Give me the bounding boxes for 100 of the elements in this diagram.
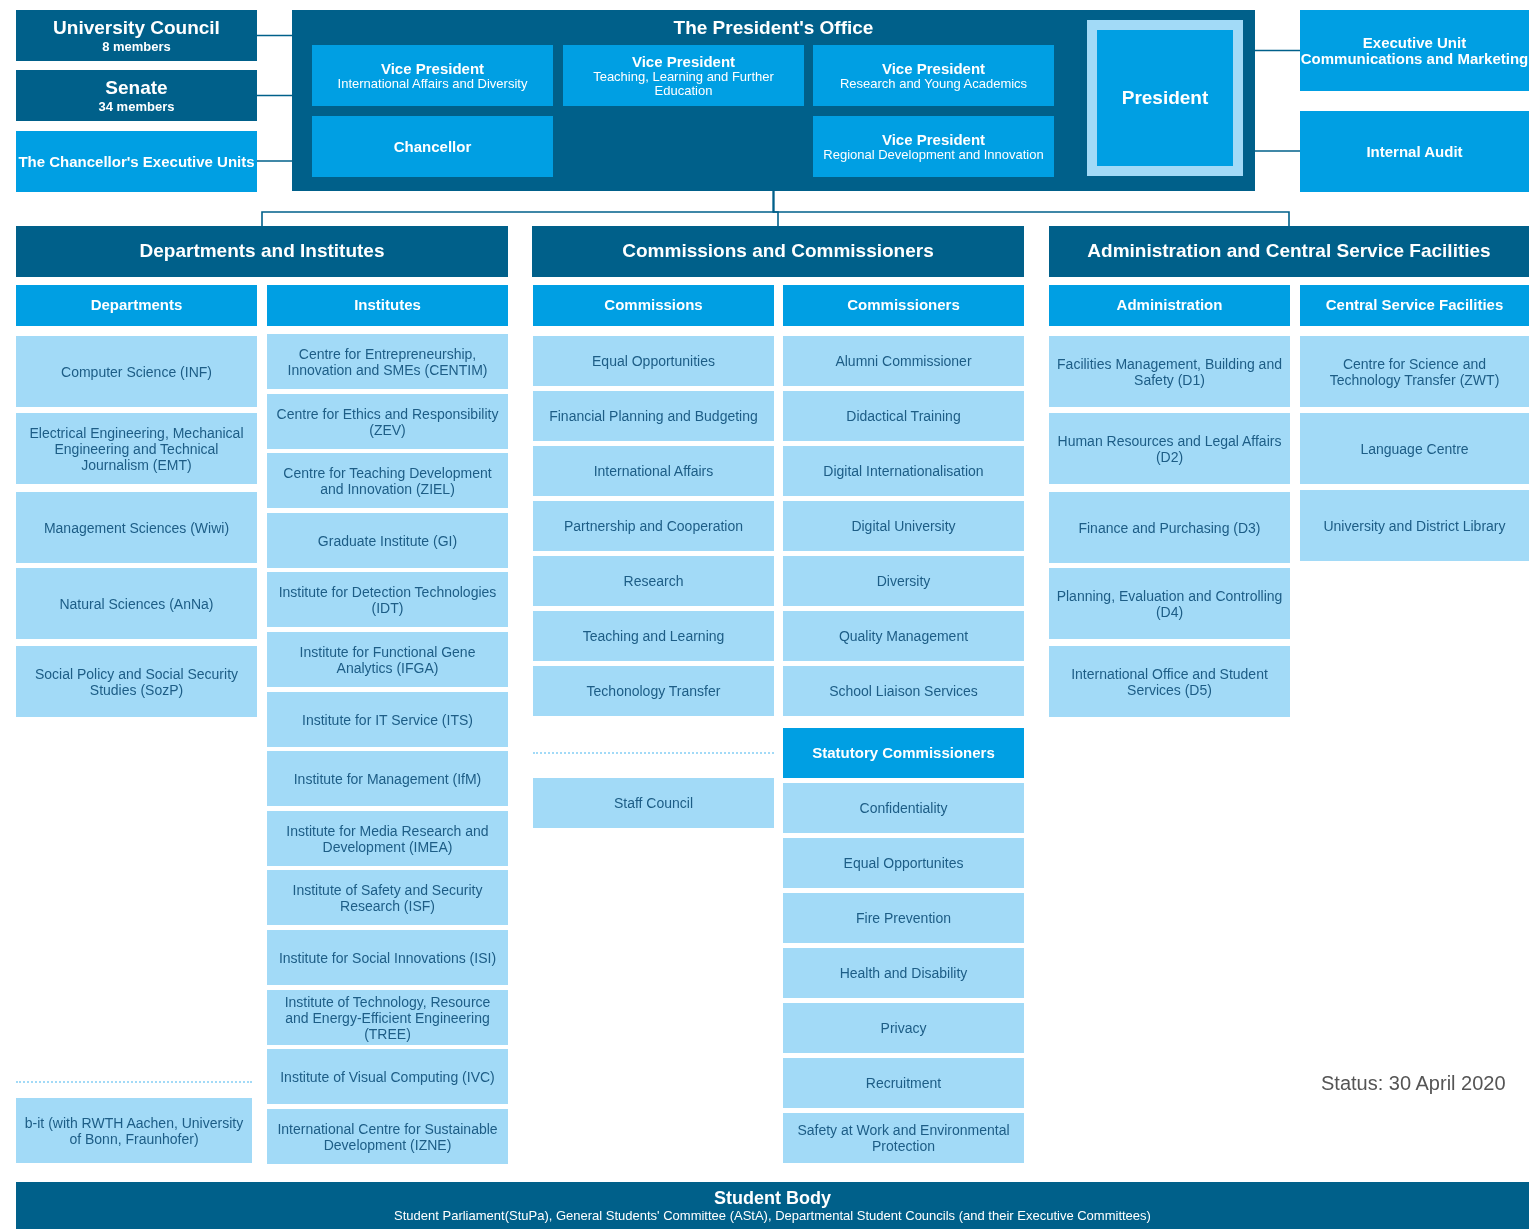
unit-box: [1049, 568, 1290, 639]
unit-box: [1049, 492, 1290, 563]
node-title: Student Body: [714, 1188, 831, 1208]
node-title: Teaching and Learning: [581, 628, 726, 644]
node-title: Health and Disability: [838, 965, 969, 981]
unit-box: [312, 45, 553, 106]
unit-box: [783, 446, 1024, 496]
unit-box: [267, 751, 508, 806]
unit-box: [267, 692, 508, 747]
node-title: Commissions and Commissioners: [622, 239, 934, 264]
node-title: Quality Management: [837, 628, 970, 644]
column-header: [533, 285, 774, 326]
node-title: Confidentiality: [858, 800, 949, 816]
unit-box: [267, 870, 508, 925]
unit-box: [783, 391, 1024, 441]
column-header: [1049, 285, 1290, 326]
unit-box: [267, 1109, 508, 1164]
node-title: International Centre for Sustainable Development (IZNE): [276, 1120, 499, 1153]
unit-box: [16, 568, 257, 639]
column-header: [1300, 285, 1529, 326]
node-title: University Council: [53, 17, 220, 39]
unit-box: [267, 930, 508, 985]
unit-box: [1300, 10, 1529, 91]
node-title: Central Service Facilities: [1325, 295, 1504, 316]
node-title: Institute of Safety and Security Research (ISF): [291, 881, 484, 914]
unit-box: [267, 334, 508, 389]
unit-box: [533, 391, 774, 441]
unit-box: [783, 838, 1024, 888]
unit-box: [563, 45, 804, 106]
node-subtitle: 34 members: [98, 99, 175, 114]
node-title: Institute of Technology, Resource and Energy-Efficient Engineering (TREE): [283, 993, 492, 1042]
unit-box: [533, 446, 774, 496]
node-title: Institute for Functional Gene Analytics (IFGA): [298, 643, 477, 676]
node-title: University and District Library: [1322, 517, 1507, 534]
node-title: Institute for Media Research and Development (IMEA): [285, 822, 490, 855]
node-title: Human Resources and Legal Affairs (D2): [1056, 432, 1283, 465]
node-title: Institute of Visual Computing (IVC): [279, 1068, 496, 1085]
node-title: Institute for Detection Technologies (IDT): [277, 583, 498, 616]
unit-box: [1300, 490, 1529, 561]
node-subtitle: 8 members: [102, 39, 171, 54]
body-box: [16, 70, 257, 121]
node-title: Commissions: [604, 295, 703, 316]
node-title: The Chancellor's Executive Units: [18, 153, 255, 170]
node-title: Privacy: [879, 1020, 928, 1036]
node-title: Safety at Work and Environmental Protection: [796, 1122, 1011, 1154]
unit-box: [533, 611, 774, 661]
node-title: Facilities Management, Building and Safety (D1): [1056, 355, 1283, 388]
president-box: [1087, 20, 1243, 176]
unit-box: [267, 1049, 508, 1104]
node-title: Centre for Ethics and Responsibility (ZEV): [275, 405, 500, 438]
node-title: b-it (with RWTH Aachen, University of Bonn, Fraunhofer): [23, 1114, 245, 1147]
unit-box: [267, 572, 508, 627]
node-title: Vice President: [881, 60, 986, 77]
unit-box: [783, 556, 1024, 606]
node-title: Centre for Science and Technology Transfer (ZWT): [1328, 355, 1501, 388]
node-title: Recruitment: [864, 1075, 943, 1091]
column-header: [783, 728, 1024, 778]
unit-box: [267, 990, 508, 1045]
node-subtitle: Research and Young Academics: [839, 76, 1028, 91]
node-subtitle: Student Parliament(StuPa), General Students' Committee (AStA), Departmental Student Councils (and their Executive Committees): [394, 1208, 1151, 1223]
unit-box: [16, 413, 257, 484]
node-title: Centre for Entrepreneurship, Innovation and SMEs (CENTIM): [286, 345, 489, 378]
node-title: Administration: [1116, 295, 1223, 316]
node-title: Research: [622, 573, 685, 589]
unit-box: [783, 611, 1024, 661]
node-subtitle: International Affairs and Diversity: [337, 76, 528, 91]
unit-box: [267, 632, 508, 687]
node-title: Digital University: [850, 518, 957, 534]
unit-box: [16, 1098, 252, 1163]
node-title: Staff Council: [612, 795, 695, 811]
node-title: Vice President: [380, 60, 485, 77]
unit-box: [1300, 413, 1529, 484]
node-title: Social Policy and Social Security Studies (SozP): [33, 665, 240, 698]
unit-box: [783, 783, 1024, 833]
section-header: [16, 226, 508, 277]
unit-box: [783, 1058, 1024, 1108]
node-title: Institutes: [354, 295, 421, 316]
node-title: Internal Audit: [1366, 143, 1463, 160]
node-title: Techonology Transfer: [585, 683, 722, 699]
unit-box: [1049, 413, 1290, 484]
unit-box: [533, 778, 774, 828]
connector-line: [772, 190, 1290, 227]
node-title: Management Sciences (Wiwi): [42, 519, 231, 536]
unit-box: [783, 666, 1024, 716]
connector-line: [256, 160, 293, 162]
section-header: [532, 226, 1024, 277]
unit-box: [267, 811, 508, 866]
node-title: President: [1121, 85, 1209, 110]
node-title: Diversity: [875, 573, 932, 589]
unit-box: [533, 501, 774, 551]
node-title: Partnership and Cooperation: [563, 518, 744, 534]
column-header: [783, 285, 1024, 326]
node-title: Executive Unit Communications and Marketing: [1300, 34, 1529, 67]
node-title: The President's Office: [673, 17, 874, 39]
unit-box: [813, 116, 1054, 177]
node-title: Electrical Engineering, Mechanical Engineering and Technical Journalism (EMT): [28, 424, 245, 473]
connector-line: [256, 34, 293, 37]
connector-line: [1254, 49, 1301, 52]
node-title: Centre for Teaching Development and Innovation (ZIEL): [282, 464, 493, 497]
unit-box: [783, 336, 1024, 386]
